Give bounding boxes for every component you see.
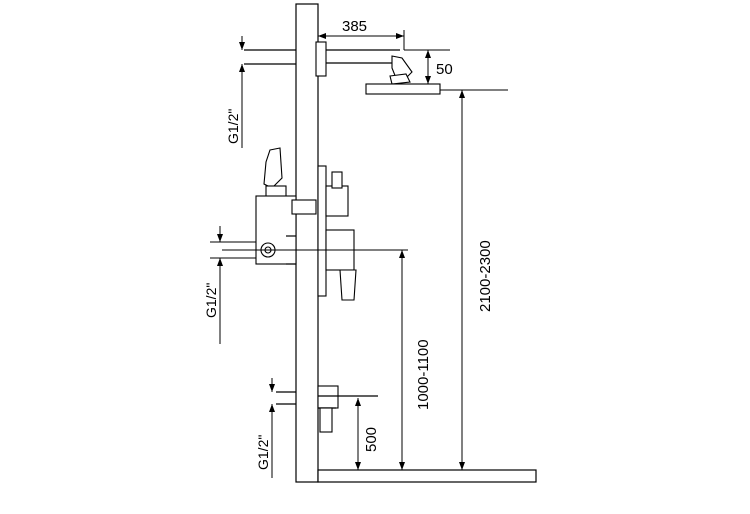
middle-thread-marker: G1/2" xyxy=(203,226,256,344)
head-drop-dimension: 50 xyxy=(404,49,453,84)
wall xyxy=(295,3,319,483)
mixer-height-label: 1000-1100 xyxy=(415,339,432,410)
spout-height-dimension: 500 xyxy=(355,398,380,470)
diverter-knob xyxy=(325,185,349,217)
middle-thread-label: G1/2" xyxy=(203,283,219,318)
shower-head xyxy=(365,83,441,95)
mixer-height-dimension: 1000-1100 xyxy=(399,250,432,470)
mixer-valve-assembly xyxy=(222,147,408,301)
spout-height-label: 500 xyxy=(363,427,380,452)
head-height-label: 2100-2300 xyxy=(477,240,494,312)
spout-assembly xyxy=(276,385,378,433)
shower-arm-assembly xyxy=(244,41,508,95)
floor xyxy=(317,469,537,483)
top-thread-marker: G1/2" xyxy=(225,36,245,148)
arm-length-dimension: 385 xyxy=(318,18,405,50)
head-drop-label: 50 xyxy=(436,61,453,78)
top-thread-label: G1/2" xyxy=(225,109,241,144)
bottom-thread-marker: G1/2" xyxy=(255,378,275,478)
bottom-thread-label: G1/2" xyxy=(255,435,271,470)
arm-length-label: 385 xyxy=(342,18,367,35)
head-height-dimension: 2100-2300 xyxy=(459,90,494,470)
